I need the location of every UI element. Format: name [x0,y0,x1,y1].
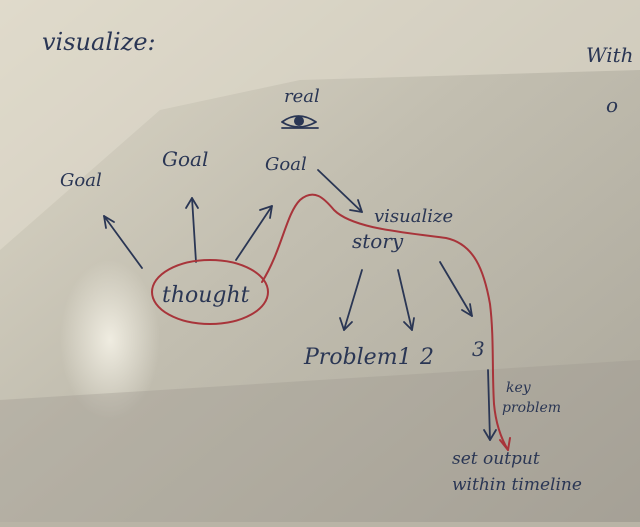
bottom-line-2: within timeline [452,475,582,495]
arrow-to-problem-1 [339,269,363,331]
problem-3-label: 3 [472,337,485,361]
key-line-1: key [506,380,532,396]
thought-label: thought [162,283,250,308]
goal-right-label: Goal [265,154,307,175]
corner-fragment-2: o [606,93,618,117]
top-label: real [284,86,320,107]
problem-1-label: Problem1 [303,345,412,370]
heading-text: visualize: [42,28,156,56]
arrow-to-visualize [317,169,363,213]
arrow-to-output [483,369,497,441]
corner-fragment-1: With [586,43,634,67]
visualize-label: visualize [374,206,453,227]
glare-spot [60,260,160,420]
goal-middle-label: Goal [162,147,208,171]
arrow-to-goal-right [235,205,273,261]
arrow-to-problem-3 [439,261,473,317]
arrow-to-goal-middle [185,197,199,263]
goal-left-label: Goal [60,170,102,191]
light-area [0,0,640,250]
key-line-2: problem [502,400,561,416]
arrow-to-goal-left [103,215,143,269]
story-label: story [352,229,404,253]
red-flow-path [261,193,511,451]
thought-circle [151,259,269,325]
bottom-line-1: set output [452,449,540,469]
eye-icon [281,115,319,129]
arrow-to-problem-2 [397,269,415,331]
problem-2-label: 2 [419,345,434,370]
shadow-area [0,360,640,522]
